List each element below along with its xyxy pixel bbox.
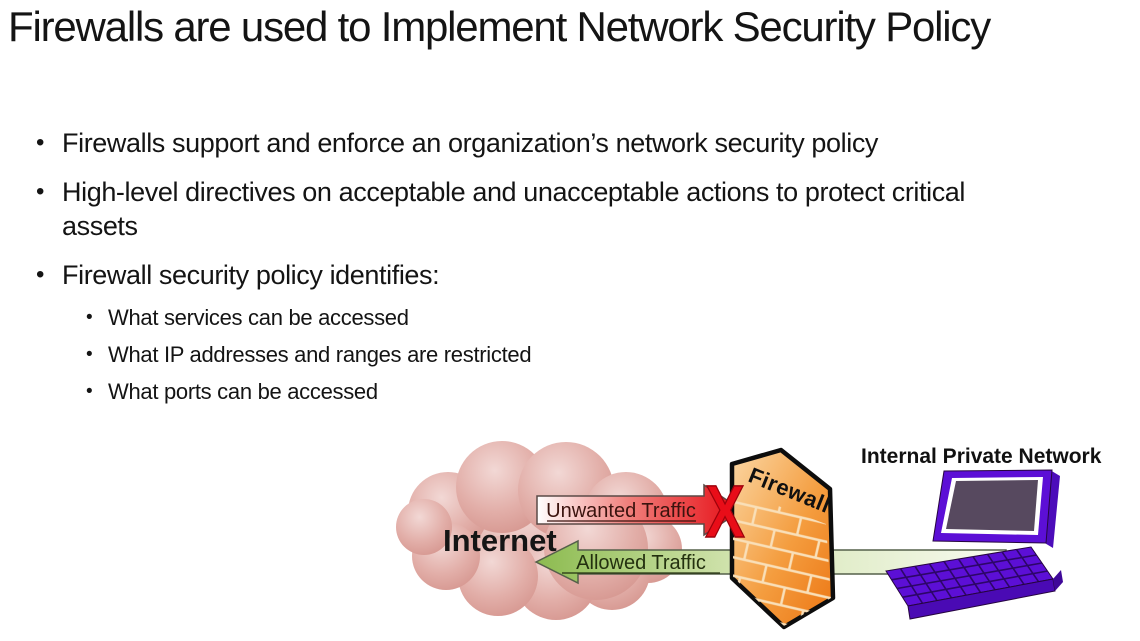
bullet-text: High-level directives on acceptable and … [62, 177, 966, 241]
bullet-text: What IP addresses and ranges are restric… [108, 342, 532, 367]
bullet-text: What ports can be accessed [108, 379, 378, 404]
bullet-item: High-level directives on acceptable and … [36, 175, 1106, 243]
sub-bullet-item: What IP addresses and ranges are restric… [86, 340, 1106, 369]
bullet-item: Firewalls support and enforce an organiz… [36, 126, 1106, 160]
bullet-text: Firewalls support and enforce an organiz… [62, 128, 879, 158]
laptop-icon [885, 469, 1063, 620]
allowed-traffic-label: Allowed Traffic [576, 552, 706, 574]
internal-network-label: Internal Private Network [861, 445, 1102, 468]
sub-bullet-item: What services can be accessed [86, 303, 1106, 332]
bullet-list: Firewalls support and enforce an organiz… [36, 126, 1106, 414]
bullet-text: What services can be accessed [108, 305, 409, 330]
sub-bullet-item: What ports can be accessed [86, 377, 1106, 406]
unwanted-traffic-label: Unwanted Traffic [546, 500, 696, 522]
bullet-item: Firewall security policy identifies: [36, 258, 1106, 292]
slide-title: Firewalls are used to Implement Network … [8, 3, 991, 50]
internet-label: Internet [443, 523, 557, 558]
bullet-text: Firewall security policy identifies: [62, 260, 440, 290]
unwanted-traffic-arrow: Unwanted Traffic [536, 483, 744, 537]
blocked-x-icon: X [705, 471, 745, 554]
